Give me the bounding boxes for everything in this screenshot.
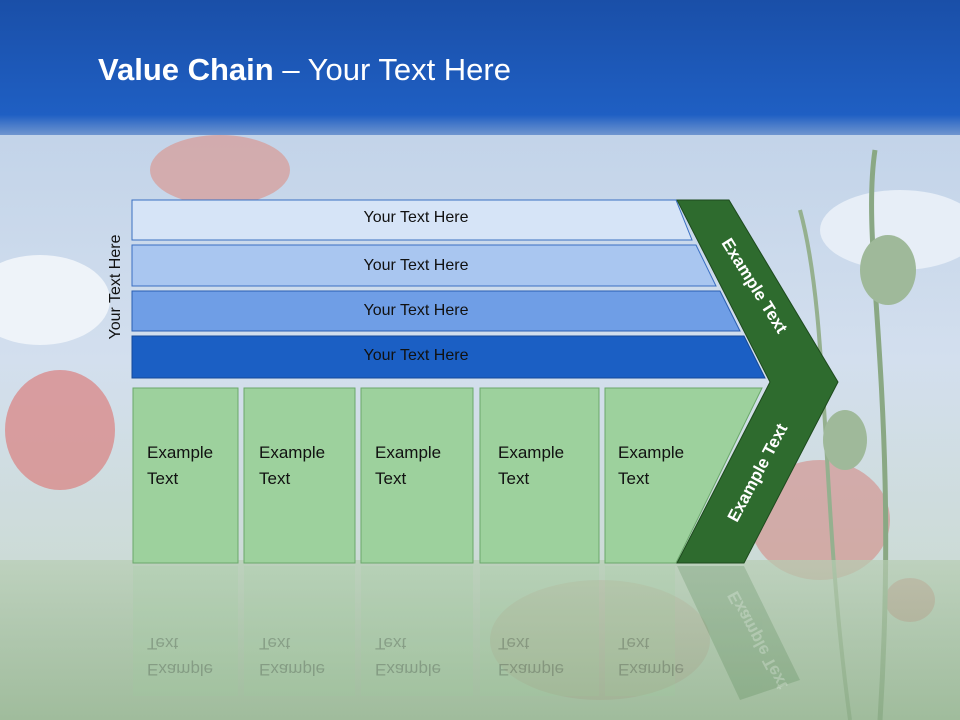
box-1-reflection: Example Text	[147, 634, 214, 679]
title-rest: – Your Text Here	[273, 52, 511, 87]
box-5	[604, 387, 763, 564]
box-2	[243, 387, 356, 564]
box-5-label: Example Text	[618, 443, 685, 488]
box-3	[360, 387, 474, 564]
slide-title: Value Chain – Your Text Here	[98, 52, 511, 88]
chevron-arrow	[676, 199, 839, 564]
band-1	[131, 199, 693, 241]
band-1-label: Your Text Here	[363, 209, 469, 226]
band-3-label: Your Text Here	[363, 302, 469, 319]
box-5-reflection: Example Text	[618, 634, 685, 679]
box-4-label: Example Text	[498, 443, 565, 488]
band-2-label: Your Text Here	[363, 257, 469, 274]
box-3-reflection: Example Text	[375, 634, 442, 679]
band-4-label: Your Text Here	[363, 347, 469, 364]
title-bold: Value Chain	[98, 52, 274, 87]
band-2	[131, 244, 717, 287]
box-2-label: Example Text	[259, 443, 326, 488]
band-4	[131, 335, 766, 379]
box-1	[132, 387, 239, 564]
reflection	[133, 566, 800, 700]
box-2-reflection: Example Text	[259, 634, 326, 679]
box-4-reflection: Example Text	[498, 634, 565, 679]
box-4	[479, 387, 600, 564]
band-3	[131, 290, 741, 332]
box-3-label: Example Text	[375, 443, 442, 488]
box-1-label: Example Text	[147, 443, 214, 488]
